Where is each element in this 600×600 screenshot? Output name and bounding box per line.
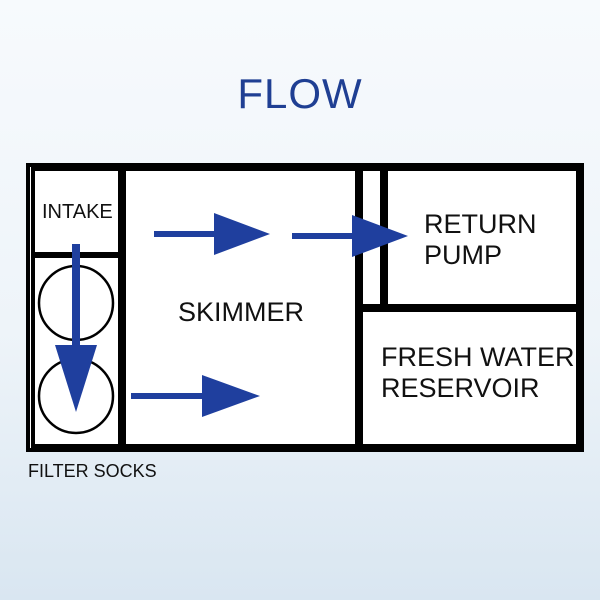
skimmer-label: SKIMMER (178, 297, 305, 327)
flow-arrow-skimmer-to-return (292, 215, 408, 257)
fresh-water-label-line2: RESERVOIR (381, 373, 540, 404)
fresh-water-reservoir-label: FRESH WATER RESERVOIR (381, 342, 575, 404)
diagram-title: FLOW (237, 70, 363, 117)
intake-label: INTAKE (42, 201, 113, 223)
fresh-water-reservoir-chamber (359, 308, 580, 448)
return-pump-label: RETURN PUMP (424, 209, 537, 271)
flow-arrow-socks-to-skimmer (131, 375, 260, 417)
intake-chamber (31, 167, 122, 256)
flow-arrow-down (55, 244, 97, 412)
fresh-water-label-line1: FRESH WATER (381, 342, 575, 372)
flow-arrow-intake-to-skimmer (154, 213, 270, 255)
return-pump-label-line2: PUMP (424, 240, 503, 271)
return-pump-chamber (384, 167, 580, 308)
filter-socks-label: FILTER SOCKS (28, 461, 157, 481)
return-pump-label-line1: RETURN (424, 209, 537, 239)
